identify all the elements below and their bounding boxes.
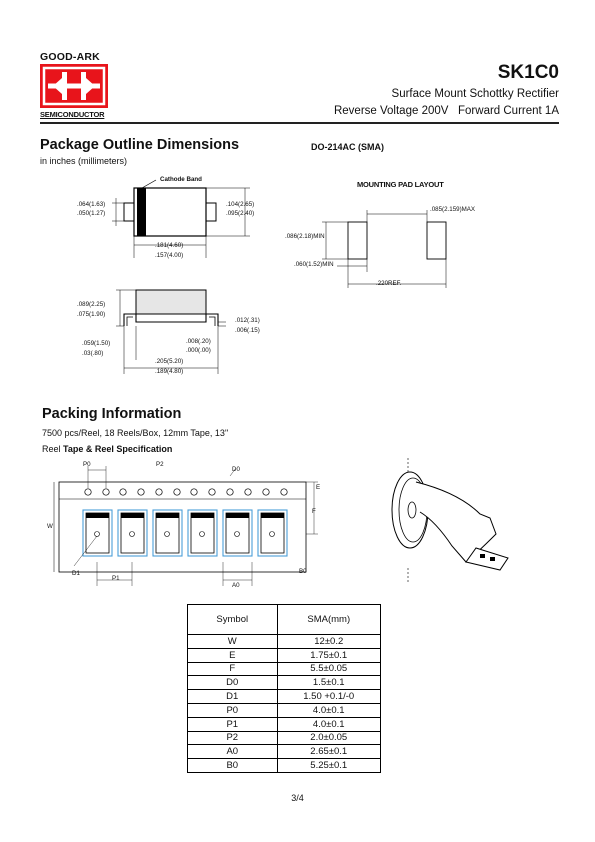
- value-cell: 2.0±0.05: [276, 730, 381, 746]
- product-description: Surface Mount Schottky Rectifier: [391, 88, 559, 100]
- tape-label-d1: D1: [72, 570, 80, 577]
- symbol-cell: P1: [187, 716, 278, 732]
- pad-dim-width: .085(2.159)MAX: [430, 206, 476, 213]
- pad-dim-length: .060(1.52)MIN: [294, 261, 334, 268]
- reel-spec-heading: Reel Tape & Reel Specification: [42, 444, 173, 454]
- symbol-cell: E: [187, 647, 278, 663]
- value-cell: 1.50 +0.1/-0: [276, 689, 381, 704]
- pad-layout-title: MOUNTING PAD LAYOUT: [357, 180, 444, 189]
- dim-lead-thickness-max: .012(.31): [235, 317, 260, 324]
- symbol-cell: F: [187, 661, 278, 677]
- tape-label-f: F: [312, 508, 316, 515]
- packing-section-title: Packing Information: [42, 406, 182, 422]
- tape-label-p1: P1: [112, 575, 120, 582]
- dim-standoff-max: .008(.20): [186, 338, 211, 345]
- dim-overall-length-min: .189(4.80): [155, 368, 184, 375]
- dim-lead-length-max: .059(1.50): [82, 340, 111, 347]
- dim-standoff-min: .000(.00): [186, 347, 211, 354]
- page-number: 3/4: [291, 793, 304, 803]
- col-value-header: SMA(mm): [276, 604, 381, 635]
- dim-lead-thickness-min: .006(.15): [235, 327, 260, 334]
- package-top-view: [112, 179, 250, 258]
- reel-diagram: [391, 458, 509, 584]
- symbol-cell: A0: [187, 744, 278, 760]
- value-cell: 2.65±0.1: [276, 744, 381, 760]
- company-logo: [40, 64, 108, 108]
- pad-dim-spacing: .220REF.: [376, 280, 402, 287]
- package-units: in inches (millimeters): [40, 156, 128, 166]
- dim-overall-length-max: .205(5.20): [155, 358, 184, 365]
- cathode-band-label: Cathode Band: [160, 176, 202, 183]
- symbol-cell: B0: [187, 758, 278, 773]
- product-ratings: Reverse Voltage 200V Forward Current 1A: [333, 105, 559, 117]
- dim-body-width-min: .095(2.40): [226, 210, 255, 217]
- col-symbol-header: Symbol: [187, 604, 278, 635]
- tape-label-p0: P0: [83, 461, 91, 468]
- dim-height-max: .089(2.25): [77, 301, 106, 308]
- dim-lead-width-max: .064(1.63): [77, 201, 106, 208]
- tape-label-a0: A0: [232, 582, 240, 589]
- package-section-title: Package Outline Dimensions: [40, 137, 240, 153]
- tape-label-d0: D0: [232, 466, 240, 473]
- package-side-view: [116, 289, 226, 374]
- packing-quantity: 7500 pcs/Reel, 18 Reels/Box, 12mm Tape, …: [42, 428, 229, 438]
- package-name: DO-214AC (SMA): [311, 142, 385, 152]
- symbol-cell: P0: [187, 702, 278, 718]
- value-cell: 4.0±0.1: [276, 702, 381, 718]
- mounting-pad-diagram: [322, 210, 447, 288]
- tape-label-b0: B0: [299, 568, 307, 575]
- symbol-cell: D1: [187, 689, 278, 704]
- tape-label-w: W: [47, 523, 53, 530]
- value-cell: 12±0.2: [276, 634, 381, 649]
- dim-body-length-min: .157(4.00): [155, 252, 184, 259]
- value-cell: 5.5±0.05: [276, 661, 381, 677]
- brand-subtitle: SEMICONDUCTOR: [40, 110, 105, 119]
- dim-lead-width-min: .050(1.27): [77, 210, 106, 217]
- symbol-cell: W: [187, 634, 278, 649]
- symbol-cell: D0: [187, 675, 278, 691]
- value-cell: 1.75±0.1: [276, 647, 381, 663]
- dim-height-min: .075(1.90): [77, 311, 106, 318]
- dim-body-length-max: .181(4.60): [155, 242, 184, 249]
- table-header-row: Symbol SMA(mm): [187, 604, 381, 635]
- dim-lead-length-min: .03(.80): [82, 350, 104, 357]
- value-cell: 5.25±0.1: [276, 758, 381, 773]
- pad-dim-height: .086(2.18)MIN: [285, 233, 325, 240]
- header-divider: [40, 122, 559, 124]
- value-cell: 4.0±0.1: [276, 716, 381, 732]
- tape-label-p2: P2: [156, 461, 164, 468]
- value-cell: 1.5±0.1: [276, 675, 381, 691]
- carrier-tape-diagram: [53, 466, 318, 586]
- tape-label-e: E: [316, 484, 321, 491]
- part-number: SK1C0: [497, 62, 559, 83]
- dim-body-width-max: .104(2.65): [226, 201, 255, 208]
- symbol-cell: P2: [187, 730, 278, 746]
- brand-name: GOOD-ARK: [40, 51, 100, 63]
